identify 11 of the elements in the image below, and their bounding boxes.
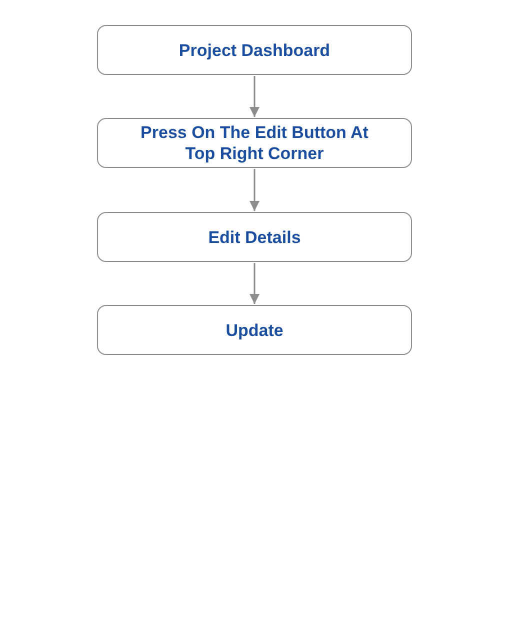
step-label: Update [226, 320, 284, 340]
process-box [97, 25, 412, 75]
arrow [250, 263, 260, 304]
arrow [250, 76, 260, 117]
step-label: Edit Details [208, 226, 301, 248]
step-label: Press On The Edit Button At Top Right Corner [140, 122, 370, 164]
process-box [97, 212, 412, 262]
process-box [97, 118, 412, 168]
step-label: Project Dashboard [178, 40, 330, 60]
process-box [97, 305, 412, 355]
arrow [250, 169, 260, 211]
